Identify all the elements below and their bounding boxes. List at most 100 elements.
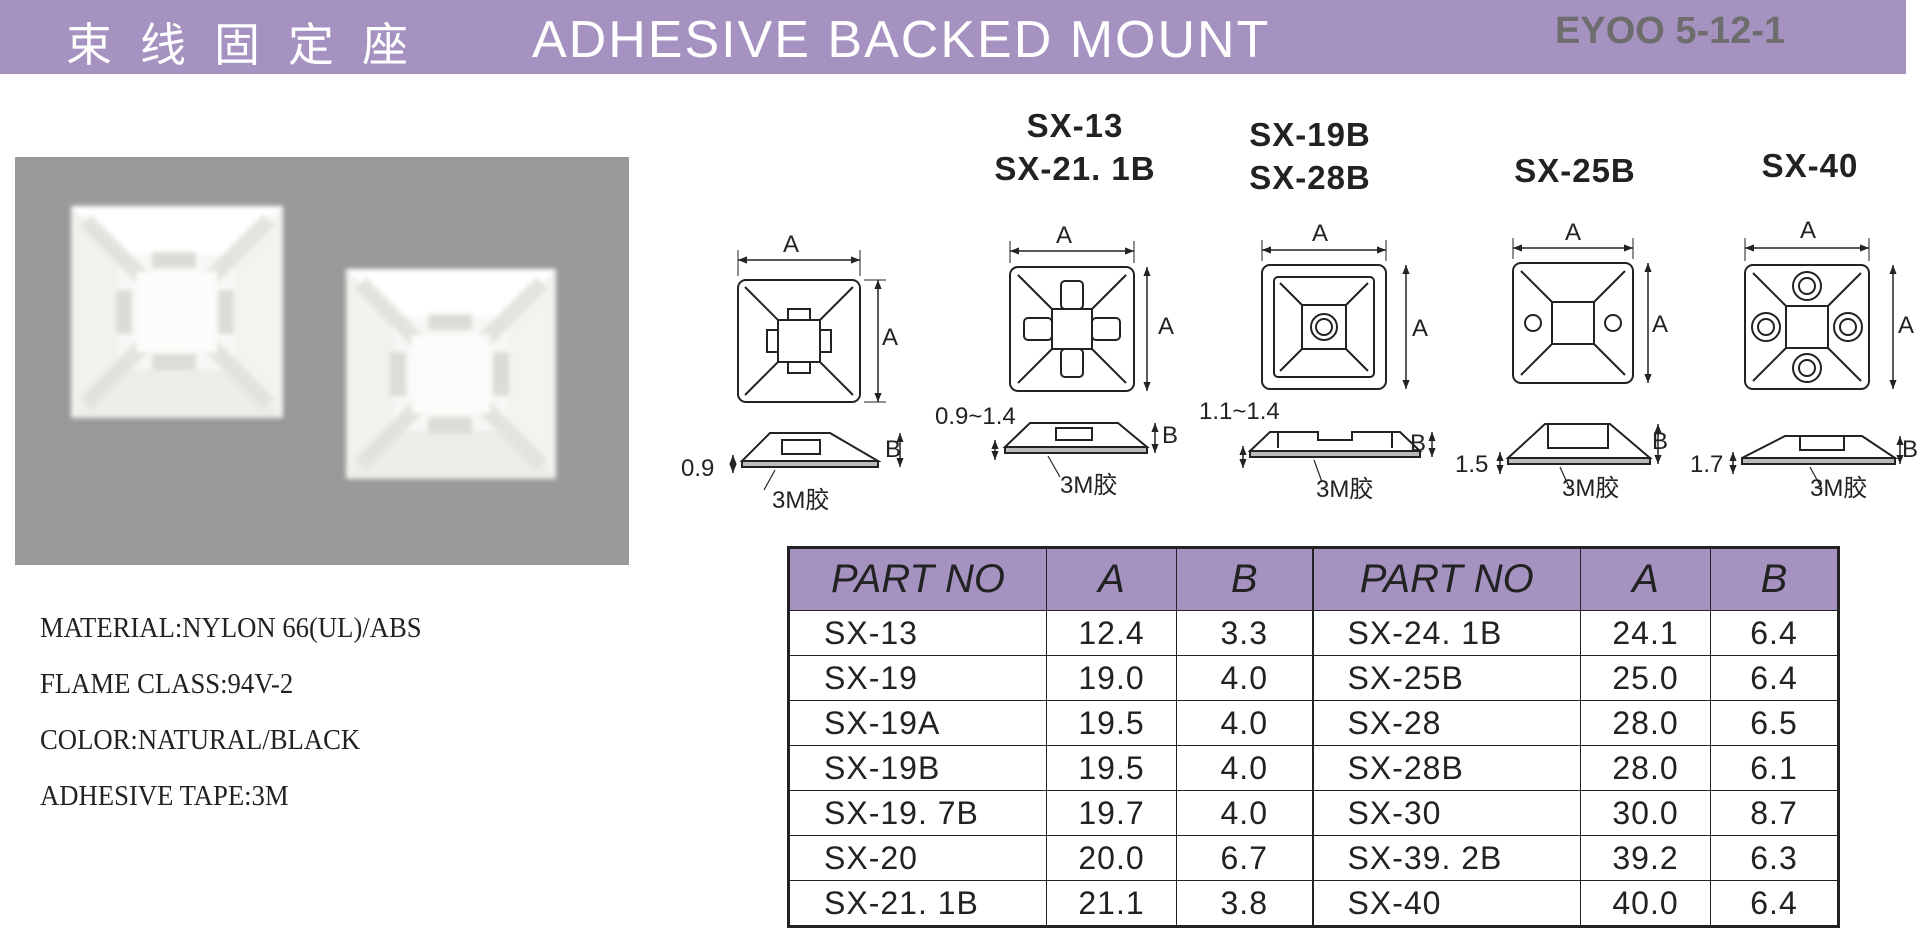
table-row: SX-21. 1B 21.1 3.8 SX-40 40.0 6.4 bbox=[788, 880, 1839, 927]
part-no-cell: SX-19. 7B bbox=[788, 790, 1047, 836]
table-row: SX-19A 19.5 4.0 SX-28 28.0 6.5 bbox=[788, 700, 1839, 746]
dim-b-cell: 6.1 bbox=[1710, 745, 1839, 791]
model-label-sx13: SX-13 SX-21. 1B bbox=[960, 104, 1190, 190]
mount-photo-large bbox=[71, 206, 283, 418]
table-header-row: PART NO A B PART NO A B bbox=[788, 547, 1839, 611]
dim-b-label: B bbox=[885, 436, 901, 463]
english-title: ADHESIVE BACKED MOUNT bbox=[532, 11, 1271, 69]
part-no-cell: SX-30 bbox=[1311, 790, 1581, 836]
dim-a-cell: 19.5 bbox=[1046, 700, 1177, 746]
part-no-cell: SX-19B bbox=[788, 745, 1047, 791]
table-row: SX-13 12.4 3.3 SX-24. 1B 24.1 6.4 bbox=[788, 610, 1839, 656]
dim-b-cell: 6.3 bbox=[1710, 835, 1839, 881]
table-row: SX-20 20.0 6.7 SX-39. 2B 39.2 6.3 bbox=[788, 835, 1839, 881]
header-a: A bbox=[1046, 547, 1177, 611]
dim-b-cell: 4.0 bbox=[1176, 745, 1313, 791]
thickness-label: 0.9 bbox=[681, 455, 714, 482]
part-no-cell: SX-19A bbox=[788, 700, 1047, 746]
dim-a-label: A bbox=[1652, 311, 1668, 338]
dim-a-label: A bbox=[783, 231, 799, 258]
model-name: SX-28B bbox=[1249, 159, 1371, 196]
dim-a-cell: 28.0 bbox=[1580, 700, 1711, 746]
dim-b-cell: 6.4 bbox=[1710, 655, 1839, 701]
dim-a-cell: 19.0 bbox=[1046, 655, 1177, 701]
dim-a-label: A bbox=[1312, 220, 1328, 247]
dim-a-label: A bbox=[1565, 219, 1581, 246]
dim-b-cell: 4.0 bbox=[1176, 700, 1313, 746]
dim-a-cell: 39.2 bbox=[1580, 835, 1711, 881]
dim-a-cell: 30.0 bbox=[1580, 790, 1711, 836]
dim-a-cell: 12.4 bbox=[1046, 610, 1177, 656]
dim-b-cell: 4.0 bbox=[1176, 655, 1313, 701]
thickness-label: 1.1~1.4 bbox=[1199, 398, 1280, 425]
drawing-3 bbox=[1239, 240, 1436, 483]
dim-b-label: B bbox=[1162, 422, 1178, 449]
thickness-label: 0.9~1.4 bbox=[935, 403, 1016, 430]
dim-a-cell: 20.0 bbox=[1046, 835, 1177, 881]
model-name: SX-21. 1B bbox=[994, 150, 1156, 187]
model-label-sx19b: SX-19B SX-28B bbox=[1210, 113, 1410, 199]
model-label-sx25b: SX-25B bbox=[1480, 149, 1670, 192]
tape-label: 3M胶 bbox=[1060, 472, 1117, 499]
part-no-cell: SX-39. 2B bbox=[1311, 835, 1581, 881]
part-no-cell: SX-20 bbox=[788, 835, 1047, 881]
part-no-cell: SX-24. 1B bbox=[1311, 610, 1581, 656]
dim-a-cell: 40.0 bbox=[1580, 880, 1711, 927]
dim-b-cell: 6.5 bbox=[1710, 700, 1839, 746]
dim-b-cell: 6.7 bbox=[1176, 835, 1313, 881]
part-no-cell: SX-40 bbox=[1311, 880, 1581, 927]
part-no-cell: SX-28 bbox=[1311, 700, 1581, 746]
dim-a-cell: 24.1 bbox=[1580, 610, 1711, 656]
dim-b-label: B bbox=[1410, 430, 1426, 457]
dim-a-cell: 21.1 bbox=[1046, 880, 1177, 927]
model-name: SX-40 bbox=[1761, 147, 1859, 184]
header-part-no: PART NO bbox=[1311, 547, 1581, 611]
part-no-cell: SX-13 bbox=[788, 610, 1047, 656]
mount-photo-small bbox=[346, 269, 556, 479]
dim-a-label: A bbox=[1898, 312, 1914, 339]
header-b: B bbox=[1710, 547, 1839, 611]
spec-material: MATERIAL:NYLON 66(UL)/ABS bbox=[40, 612, 422, 644]
tape-label: 3M胶 bbox=[1316, 476, 1373, 503]
parts-table: PART NO A B PART NO A B SX-13 12.4 3.3 S… bbox=[787, 546, 1840, 928]
dim-a-label: A bbox=[1800, 217, 1816, 244]
table-row: SX-19B 19.5 4.0 SX-28B 28.0 6.1 bbox=[788, 745, 1839, 791]
drawing-5 bbox=[1729, 238, 1904, 490]
tape-label: 3M胶 bbox=[1562, 475, 1619, 502]
table-row: SX-19. 7B 19.7 4.0 SX-30 30.0 8.7 bbox=[788, 790, 1839, 836]
dim-a-cell: 19.5 bbox=[1046, 745, 1177, 791]
part-no-cell: SX-21. 1B bbox=[788, 880, 1047, 927]
dim-a-label: A bbox=[1056, 222, 1072, 249]
model-name: SX-19B bbox=[1249, 116, 1371, 153]
table-row: SX-19 19.0 4.0 SX-25B 25.0 6.4 bbox=[788, 655, 1839, 701]
header-banner: 束线固定座 ADHESIVE BACKED MOUNT EYOO 5-12-1 bbox=[0, 0, 1906, 74]
dim-a-cell: 28.0 bbox=[1580, 745, 1711, 791]
header-a: A bbox=[1580, 547, 1711, 611]
table-body: SX-13 12.4 3.3 SX-24. 1B 24.1 6.4 SX-19 … bbox=[788, 610, 1839, 927]
tape-label: 3M胶 bbox=[1810, 475, 1867, 502]
model-name: SX-25B bbox=[1514, 152, 1636, 189]
model-name: SX-13 bbox=[1026, 107, 1124, 144]
dim-b-label: B bbox=[1652, 428, 1668, 455]
product-photo bbox=[15, 157, 629, 565]
part-no-cell: SX-28B bbox=[1311, 745, 1581, 791]
dim-b-cell: 3.3 bbox=[1176, 610, 1313, 656]
technical-drawings: A A B 0.9 3M胶 A A B 0.9~1.4 3M胶 A A B 1.… bbox=[681, 217, 1918, 514]
dim-b-cell: 4.0 bbox=[1176, 790, 1313, 836]
drawing-1 bbox=[729, 250, 904, 491]
document-code: EYOO 5-12-1 bbox=[1555, 10, 1786, 52]
thickness-label: 1.5 bbox=[1455, 451, 1488, 478]
spec-flame-class: FLAME CLASS:94V-2 bbox=[40, 668, 294, 700]
chinese-title: 束线固定座 bbox=[66, 18, 436, 72]
dim-b-label: B bbox=[1902, 436, 1918, 463]
part-no-cell: SX-25B bbox=[1311, 655, 1581, 701]
model-label-sx40: SX-40 bbox=[1730, 144, 1890, 187]
dim-b-cell: 6.4 bbox=[1710, 880, 1839, 927]
spec-color: COLOR:NATURAL/BLACK bbox=[40, 724, 361, 756]
dim-b-cell: 8.7 bbox=[1710, 790, 1839, 836]
drawing-2 bbox=[991, 241, 1159, 478]
spec-list: MATERIAL:NYLON 66(UL)/ABS FLAME CLASS:94… bbox=[40, 600, 455, 824]
header-part-no: PART NO bbox=[788, 547, 1047, 611]
drawing-4 bbox=[1496, 238, 1662, 490]
dim-b-cell: 3.8 bbox=[1176, 880, 1313, 927]
